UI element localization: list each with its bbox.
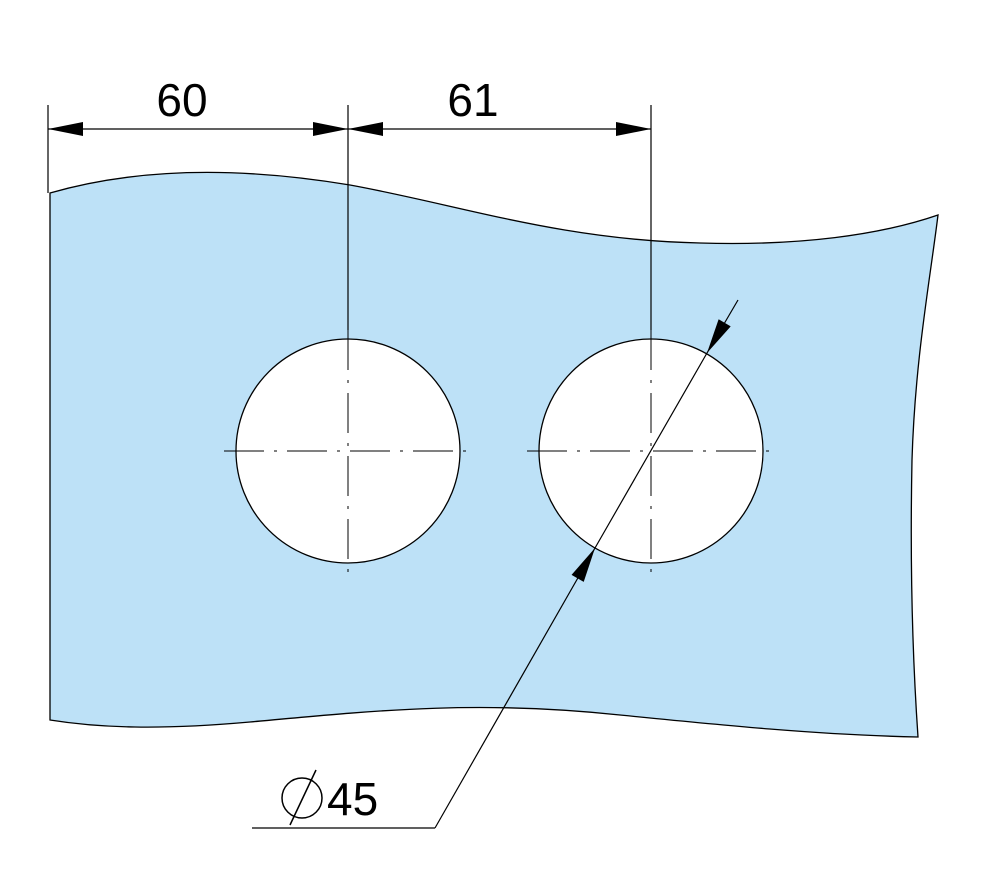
glass-plate [49, 171, 939, 738]
centerlines [224, 330, 778, 578]
diameter-line [594, 352, 708, 549]
extension-lines [47, 105, 652, 330]
diameter-label: 45 [327, 773, 378, 825]
diameter-symbol-icon [281, 769, 323, 826]
dimension-label-60: 60 [156, 74, 207, 126]
dimension-label-61: 61 [447, 74, 498, 126]
diameter-leader-bottom [434, 547, 596, 829]
diameter-leader-top [706, 299, 739, 354]
